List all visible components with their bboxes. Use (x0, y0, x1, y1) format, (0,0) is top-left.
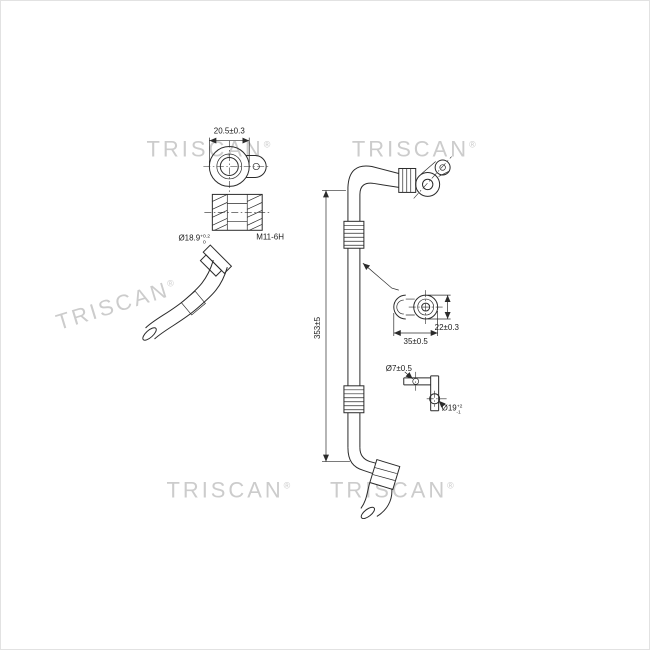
dim-overall-length-label: 353±5 (313, 316, 322, 339)
bottom-open-end (360, 506, 376, 520)
flange-tab (246, 155, 267, 178)
bracket-vertical-strip (430, 375, 440, 412)
watermark-top-right: TRISCAN® (352, 137, 476, 162)
dim-clip-height-label: 22±0.3 (435, 323, 460, 332)
end-diameter-leader-line (438, 400, 446, 408)
hatch-lines (212, 194, 263, 231)
hose-sleeve-rect (180, 290, 206, 316)
clip-width-ext-lines (393, 311, 439, 336)
clip-outer-arc (393, 294, 406, 320)
bracket-detail-view: Ø7±0.5 Ø19+2-1 (386, 364, 463, 416)
banjo-flange-outer (415, 171, 441, 197)
hose-fitting-nut (199, 244, 233, 277)
watermark-top-left: TRISCAN® (147, 137, 271, 162)
grommet-bore-circle (421, 302, 431, 312)
clip-leader-line (362, 262, 399, 291)
bottom-sleeve (369, 458, 401, 491)
watermark-layer: TRISCAN® TRISCAN® TRISCAN® TRISCAN® TRIS… (53, 137, 476, 503)
bottom-sleeve-crimps (372, 467, 397, 481)
bottom-tail-tube (360, 482, 393, 517)
flange-centerlines (203, 140, 271, 195)
banjo-ear-hole (439, 164, 446, 171)
hose-open-end (142, 327, 157, 341)
bracket-end-hole-centerlines (426, 390, 447, 407)
main-pipe-assembly: 353±5 (313, 156, 452, 520)
banjo-centerline (413, 156, 452, 199)
banjo-ear-links (420, 161, 449, 177)
banjo-ear (434, 159, 451, 176)
dim-end-diameter-label: Ø19+2-1 (442, 404, 463, 416)
watermark-bottom-left: TRISCAN® (166, 477, 290, 502)
dim-thread-label: M11-6H (256, 232, 284, 241)
pipe-body (347, 165, 399, 448)
bottom-elbow (347, 447, 381, 477)
grommet-mid-circle (417, 298, 435, 316)
upper-crimp-lines (343, 224, 364, 246)
hose-end-view (142, 244, 233, 341)
clip-detail-view: 22±0.3 35±0.5 (393, 290, 460, 346)
fitting-nut-lower (199, 254, 223, 277)
hole-leader-line (404, 371, 413, 380)
hose-mid-sleeve (180, 290, 206, 316)
banjo-flange-bore (422, 178, 434, 191)
flange-front-view: 20.5±0.3 (203, 127, 271, 195)
clip-inner-arc (396, 299, 404, 315)
lower-crimp-lines (343, 389, 364, 411)
watermark-middle-left: TRISCAN® (53, 275, 179, 335)
dim-flange-width-label: 20.5±0.3 (214, 127, 246, 136)
top-crimp-collar (398, 167, 417, 193)
top-collar-crimps (402, 168, 412, 193)
clip-ring-links (405, 298, 415, 316)
dim-clip-width-label: 35±0.5 (404, 337, 429, 346)
grommet-centerlines (408, 290, 445, 325)
dim-hole-diameter-label: Ø7±0.5 (386, 364, 413, 373)
